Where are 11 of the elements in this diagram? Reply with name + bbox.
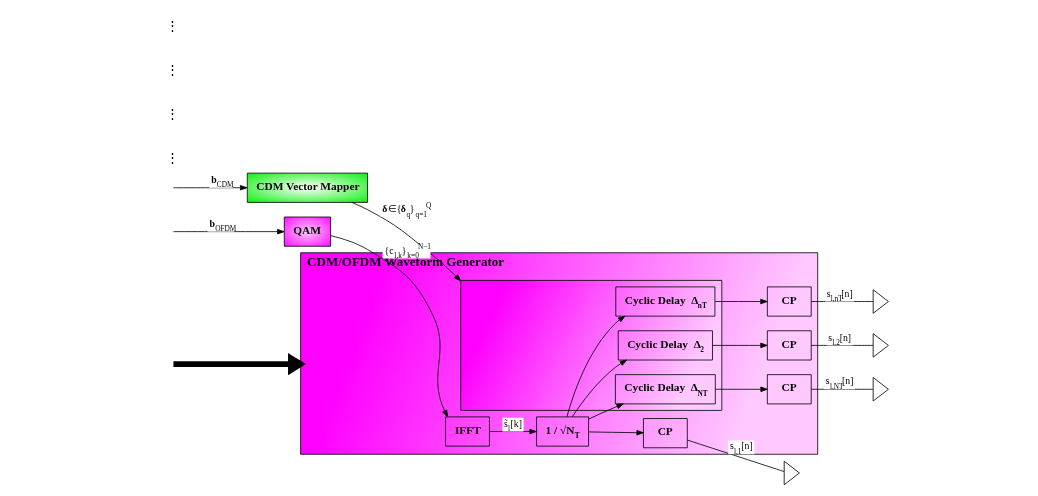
label: ⋮	[165, 17, 179, 33]
edge-label: s$_{l,NT}$[n]	[825, 374, 853, 391]
edge-label: b$_{CDM}$	[210, 173, 233, 189]
edge-label: b$_{OFDM}$	[209, 217, 236, 233]
edge-label: s$_{l,1}$[n]	[729, 439, 753, 456]
edge-label: s̃$_{l}$[k]	[503, 417, 522, 433]
label: ⋮	[165, 149, 179, 165]
label: ⋮	[165, 105, 179, 121]
edge-label: s$_{l,nT}$[n]	[826, 287, 853, 303]
label: ⋮	[165, 61, 179, 77]
edge-label: s$_{l,2}$[n]	[827, 331, 851, 347]
